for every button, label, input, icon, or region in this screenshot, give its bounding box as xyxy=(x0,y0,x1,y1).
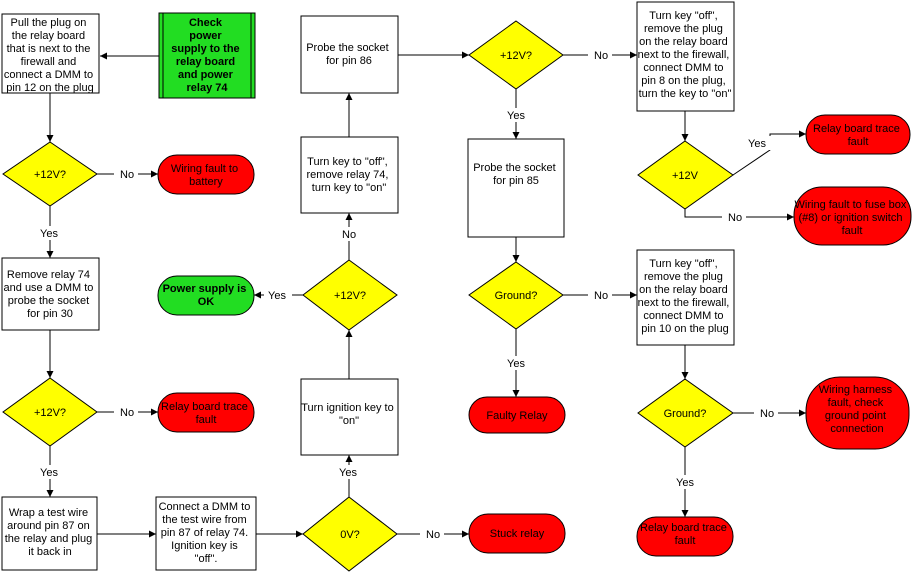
svg-text:Remove relay 74 and use: Remove relay 74 and use a DMM to probe t… xyxy=(4,269,97,320)
svg-text:Probe the socket for pin: Probe the socket for pin 86 xyxy=(306,42,392,67)
edge-label: No xyxy=(120,169,134,181)
svg-text:Wrap a test wire around: Wrap a test wire around pin 87 on the re… xyxy=(5,507,96,558)
edge-label: No xyxy=(426,529,440,541)
edge-label: Yes xyxy=(507,110,525,122)
edge-label: No xyxy=(728,212,742,224)
process-pin-10: Turn key "off", remove the plug on the r… xyxy=(636,249,735,346)
process-text: Pull the plug on the relay board that is… xyxy=(4,17,96,94)
svg-text:Ground?: Ground? xyxy=(495,290,538,302)
terminal-faulty-relay: Faulty Relay xyxy=(468,396,566,434)
svg-text:Relay board trace fault: Relay board trace fault xyxy=(813,123,903,148)
edge-label: No xyxy=(342,229,356,241)
process-pull-plug: Pull the plug on the relay board that is… xyxy=(1,13,100,94)
terminal-relay-trace-fault-2: Relay board trace fault xyxy=(805,114,911,155)
process-pin-8: Turn key "off", remove the plug on the r… xyxy=(636,1,735,112)
terminal-wiring-harness-fault: Wiring harness fault, check ground point… xyxy=(805,376,910,450)
edge-label: No xyxy=(120,407,134,419)
edge-label: No xyxy=(594,50,608,62)
svg-text:+12V: +12V xyxy=(672,170,699,182)
svg-text:Power supply is OK: Power supply is OK xyxy=(163,283,250,308)
edge-d12v-no xyxy=(684,209,794,221)
process-remove-relay-74: Remove relay 74 and use a DMM to probe t… xyxy=(1,257,100,331)
process-connect-dmm-87: Connect a DMM to the test wire from pin … xyxy=(155,496,257,571)
edge-label: Yes xyxy=(40,228,58,240)
svg-text:Turn ignition key to "on: Turn ignition key to "on" xyxy=(301,402,397,427)
terminal-power-supply-ok: Power supply is OK xyxy=(157,275,255,316)
edge-label: Yes xyxy=(40,467,58,479)
decision-0v: 0V? xyxy=(302,496,398,572)
svg-text:Turn key "off", remove t: Turn key "off", remove the plug on the r… xyxy=(638,258,733,335)
svg-text:Wiring harness fault, ch: Wiring harness fault, check ground point… xyxy=(819,384,895,435)
edge-label: Yes xyxy=(748,138,766,150)
svg-text:Turn key to "off", remov: Turn key to "off", remove relay 74, turn… xyxy=(307,156,392,194)
start-node: Check power supply to the relay board an… xyxy=(158,12,256,99)
decision-d1: +12V? xyxy=(2,141,98,207)
svg-text:+12V?: +12V? xyxy=(334,290,366,302)
decision-ground-1: Ground? xyxy=(468,261,564,330)
process-turn-ignition-on: Turn ignition key to "on" xyxy=(300,378,399,456)
svg-text:+12V?: +12V? xyxy=(34,169,66,181)
svg-text:+12V?: +12V? xyxy=(34,407,66,419)
edge-label: No xyxy=(594,290,608,302)
start-node-text: Check power supply to the relay board an… xyxy=(171,17,243,94)
svg-text:Wiring fault to fuse box: Wiring fault to fuse box (#8) or ignitio… xyxy=(795,199,910,237)
edge-label: Yes xyxy=(676,477,694,489)
svg-text:Relay board trace fault: Relay board trace fault xyxy=(161,401,251,426)
edge-label: No xyxy=(760,408,774,420)
svg-text:Turn key "off", remove t: Turn key "off", remove the plug on the r… xyxy=(638,10,733,100)
decision-d4: +12V? xyxy=(468,20,564,90)
edge-labels: No Yes No Yes No Yes Yes No No Yes No Ye… xyxy=(36,48,778,541)
svg-text:Wiring fault to battery: Wiring fault to battery xyxy=(171,163,241,188)
svg-text:Stuck relay: Stuck relay xyxy=(490,528,545,540)
svg-text:Faulty Relay: Faulty Relay xyxy=(486,410,548,422)
terminal-stuck-relay: Stuck relay xyxy=(468,513,566,554)
process-probe-85: Probe the socket for pin 85 xyxy=(467,138,565,238)
svg-text:Relay board trace fault: Relay board trace fault xyxy=(640,522,730,547)
terminal-wiring-fault-battery: Wiring fault to battery xyxy=(157,154,255,195)
terminal-fuse-box-fault: Wiring fault to fuse box (#8) or ignitio… xyxy=(793,186,912,246)
process-wrap-test-wire: Wrap a test wire around pin 87 on the re… xyxy=(1,496,98,571)
decision-d3: +12V? xyxy=(302,259,398,331)
svg-text:0V?: 0V? xyxy=(340,529,360,541)
terminal-relay-trace-fault-3: Relay board trace fault xyxy=(636,516,734,557)
decision-d2: +12V? xyxy=(2,377,98,447)
svg-text:Connect a DMM to the tes: Connect a DMM to the test wire from pin … xyxy=(159,501,254,565)
terminal-relay-trace-fault-1: Relay board trace fault xyxy=(157,392,255,433)
decision-ground-2: Ground? xyxy=(637,378,734,448)
process-turn-key-off-remove-74: Turn key to "off", remove relay 74, turn… xyxy=(300,136,399,214)
svg-text:Probe the socket for pin: Probe the socket for pin 85 xyxy=(473,162,559,187)
svg-text:Ground?: Ground? xyxy=(664,408,707,420)
decision-12v: +12V xyxy=(637,140,734,210)
svg-text:+12V?: +12V? xyxy=(500,50,532,62)
edge-label: Yes xyxy=(268,290,286,302)
process-probe-86: Probe the socket for pin 86 xyxy=(300,15,399,94)
edge-label: Yes xyxy=(507,358,525,370)
edge-label: Yes xyxy=(339,467,357,479)
